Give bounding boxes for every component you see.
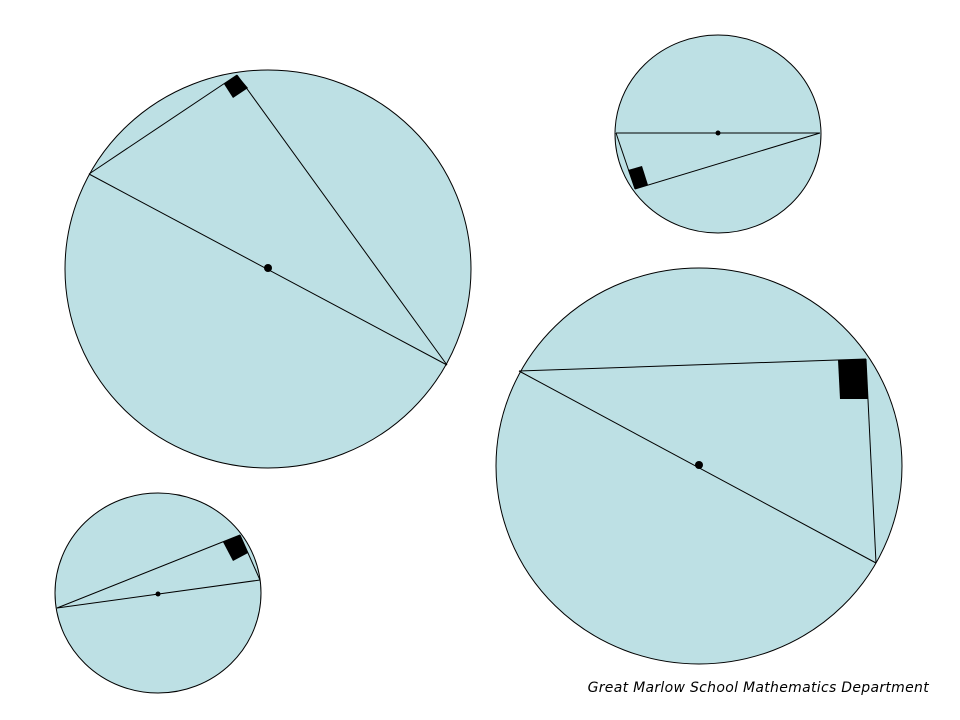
right-angle-mark-top-right xyxy=(628,166,648,189)
right-angle-mark-top-left xyxy=(224,75,248,98)
chord-b-top-left xyxy=(236,74,448,366)
right-angle-mark-bottom-right xyxy=(838,359,868,399)
figure-bottom-right xyxy=(495,267,903,665)
figure-bottom-left xyxy=(54,492,262,694)
right-angle-mark-bottom-left xyxy=(223,535,248,561)
centre-dot-top-right xyxy=(715,130,721,136)
chord-a-bottom-right xyxy=(518,358,867,372)
chord-a-bottom-left xyxy=(56,534,241,609)
centre-dot-bottom-left xyxy=(155,591,161,597)
chord-b-top-right xyxy=(634,132,821,190)
figure-top-right xyxy=(614,34,822,234)
figure-top-left xyxy=(64,69,472,469)
chord-a-top-left xyxy=(88,74,238,175)
centre-dot-bottom-right xyxy=(695,461,703,469)
department-credit: Great Marlow School Mathematics Departme… xyxy=(587,680,929,696)
centre-dot-top-left xyxy=(264,264,272,272)
